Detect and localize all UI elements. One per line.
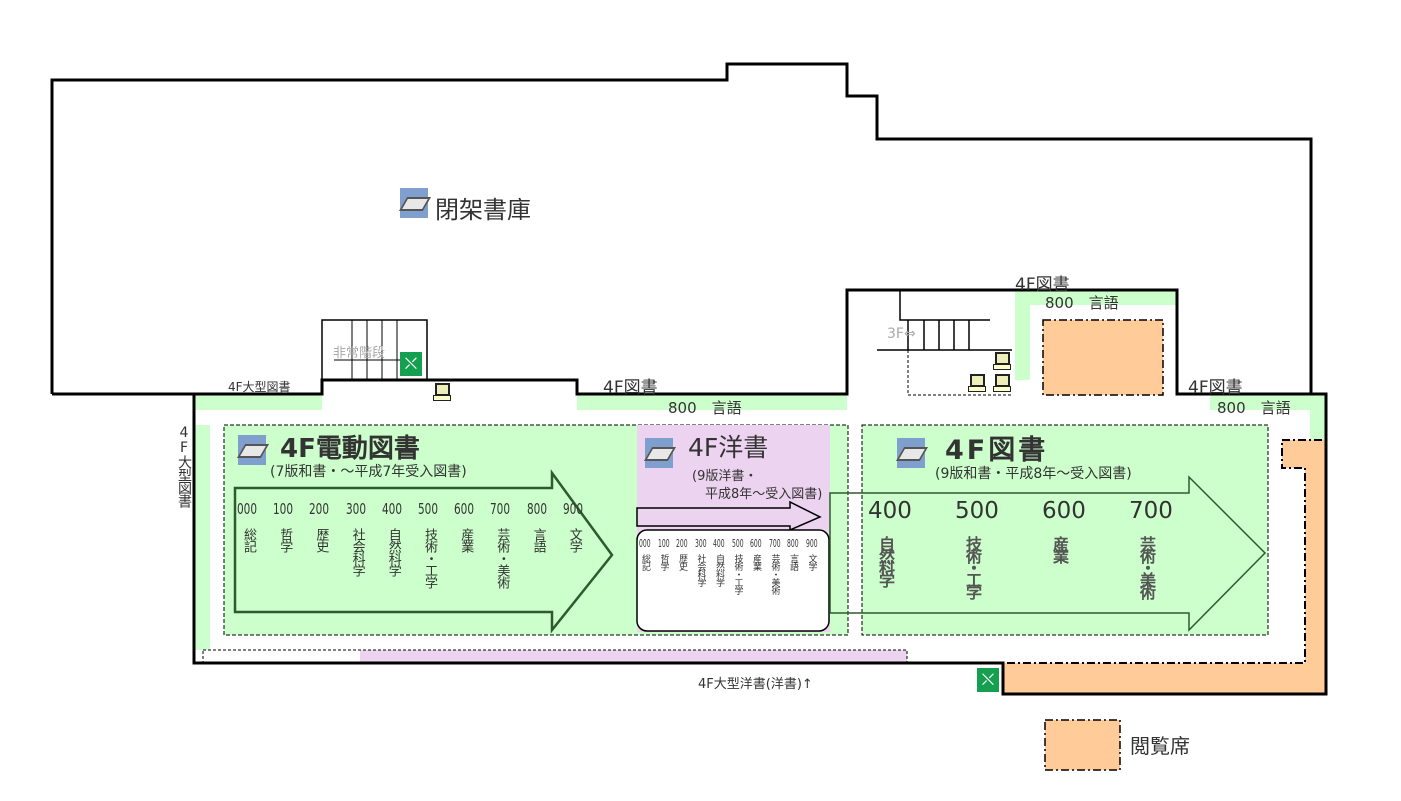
class-label: 歴史	[677, 554, 687, 570]
class-label: 技術・工学	[422, 528, 437, 588]
class-number: 800	[787, 537, 799, 550]
arrow-electric	[233, 469, 614, 634]
computer-icon	[968, 374, 986, 392]
strip-library-center	[577, 394, 847, 410]
class-number: 900	[562, 500, 583, 518]
book-stack-icon	[238, 435, 266, 465]
class-label: 技術・工学	[732, 554, 743, 594]
language-center-label: 800 言語	[668, 399, 742, 417]
class-label: 社会科学	[349, 528, 365, 576]
class-label: 総記	[640, 554, 650, 570]
class-label: 言語	[530, 528, 546, 552]
class-number: 500	[955, 498, 999, 524]
class-label: 芸術・美術	[494, 528, 510, 588]
western-books-subtitle: (9版洋書・	[692, 469, 758, 484]
class-label: 自然科学	[876, 536, 895, 584]
class-number: 300	[694, 537, 707, 550]
class-number: 700	[490, 500, 511, 518]
electric-stacks-subtitle: (7版和書・～平成7年受入図書)	[270, 464, 467, 480]
strip-large-western	[360, 650, 907, 663]
class-label: 産業	[751, 554, 761, 570]
class-label: 産業	[1050, 536, 1069, 560]
library-books-title: 4F図書	[945, 435, 1049, 466]
arrow-western	[636, 500, 822, 532]
library-right-label: 4F図書	[1188, 378, 1243, 398]
book-stack-icon	[645, 438, 673, 468]
class-number: 300	[345, 500, 366, 518]
arrow-library	[829, 475, 1267, 632]
strip-large-books-vertical	[194, 425, 210, 650]
class-label: 芸術・美術	[769, 554, 780, 594]
large-western-label: 4F大型洋書(洋書)↑	[698, 677, 813, 692]
legend-reading-seats-swatch	[1044, 719, 1121, 771]
library-books-subtitle: (9版和書・平成8年～受入図書)	[935, 466, 1132, 482]
western-books-subtitle: 平成8年～受入図書)	[705, 487, 823, 502]
class-number: 500	[418, 500, 439, 518]
class-number: 100	[657, 537, 670, 550]
electric-stacks-title: 4F電動図書	[280, 434, 420, 464]
class-number: 600	[454, 500, 475, 518]
emergency-exit-icon: ⛌	[400, 352, 422, 376]
book-stack-icon	[897, 438, 925, 468]
class-label: 自然科学	[385, 528, 401, 576]
class-label: 文学	[566, 528, 582, 552]
emergency-stairs-label: 非常階段	[333, 346, 386, 361]
class-label: 言語	[788, 554, 798, 570]
class-number: 000	[237, 500, 258, 518]
strip-library-upper	[1015, 290, 1177, 380]
library-center-label: 4F図書	[603, 378, 658, 398]
class-number: 200	[676, 537, 688, 550]
class-label: 歴史	[313, 528, 329, 552]
book-stack-icon	[400, 188, 428, 218]
language-upper-label: 800 言語	[1045, 294, 1119, 312]
class-label: 技術・工学	[963, 536, 982, 596]
zone-library-books	[861, 424, 1269, 636]
large-books-vertical-label: 4F大型図書	[176, 425, 192, 507]
class-number: 100	[273, 500, 294, 518]
class-label: 社会科学	[695, 554, 706, 586]
class-label: 自然科学	[714, 554, 724, 586]
class-number: 800	[526, 500, 547, 518]
emergency-exit-icon: ⛌	[977, 668, 999, 692]
class-number: 400	[713, 537, 725, 550]
strip-large-books	[194, 394, 322, 410]
class-number: 700	[768, 537, 781, 550]
strip-library-right	[1210, 394, 1326, 440]
class-label: 哲学	[277, 528, 293, 552]
class-number: 600	[1042, 498, 1086, 524]
class-number: 400	[868, 498, 912, 524]
class-number: 600	[750, 537, 762, 550]
class-number: 700	[1129, 498, 1173, 524]
computer-icon	[993, 352, 1011, 370]
class-number: 900	[805, 537, 818, 550]
class-number: 200	[309, 500, 330, 518]
class-number: 000	[639, 537, 651, 550]
language-right-label: 800 言語	[1217, 399, 1291, 417]
class-label: 哲学	[658, 554, 669, 570]
class-label: 総記	[241, 528, 256, 552]
stairs-3f-label: 3F⇔	[887, 326, 916, 342]
class-label: 産業	[458, 528, 474, 552]
closed-stacks-label: 閉架書庫	[435, 196, 531, 224]
class-number: 400	[381, 500, 402, 518]
computer-icon	[993, 374, 1011, 392]
library-upper-label: 4F図書	[1015, 275, 1070, 295]
class-label: 芸術・美術	[1137, 536, 1156, 596]
class-label: 文学	[806, 554, 817, 570]
legend-reading-seats-label: 閲覧席	[1130, 734, 1190, 758]
reading-seats-upper	[1042, 319, 1164, 396]
computer-icon	[433, 383, 451, 401]
class-number: 500	[731, 537, 744, 550]
large-books-label: 4F大型図書	[228, 380, 291, 394]
western-books-title: 4F洋書	[688, 433, 769, 462]
